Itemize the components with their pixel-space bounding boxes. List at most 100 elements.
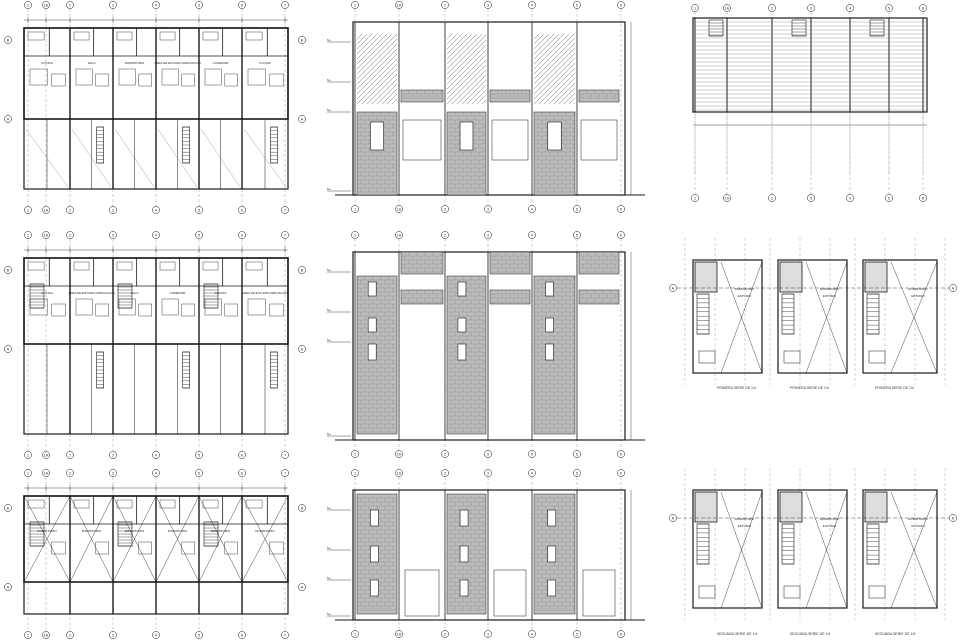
grid-bubble-top-1-label: 1A xyxy=(44,471,49,475)
section-plan-2-drawing-unit-1-room xyxy=(783,585,801,599)
grid-bubble-top-6 xyxy=(617,231,625,239)
elevation-rear-drawing-mid-band-3 xyxy=(489,289,531,305)
section-plan-2-drawing-unit-0-label-b: ESTUDIO xyxy=(738,524,752,528)
floor-plan-ground-drawing-yard-diag-4 xyxy=(200,128,241,188)
elevation-rear-drawing-win-ground-2 xyxy=(457,343,467,361)
elevation-front-drawing-door-0 xyxy=(370,121,384,151)
elevation-rear-drawing-win-upper-4 xyxy=(545,281,554,297)
grid-bubble-top-0 xyxy=(351,469,359,477)
floor-plan-ground-drawing-room-label-4: COMEDOR xyxy=(213,61,230,65)
grid-bubble-top-7 xyxy=(281,231,289,239)
floor-plan-second-drawing-room-label-5: DORMITORIO xyxy=(255,529,275,533)
grid-bubble-top-3-label: 3 xyxy=(112,233,114,237)
section-plan-2-drawing-row-a-right xyxy=(949,514,957,522)
floor-plan-first-drawing-unit-3-counter xyxy=(159,261,176,271)
floor-plan-second-drawing-row-a-r xyxy=(298,583,306,591)
grid-bubble-top-0-label: 1 xyxy=(354,471,356,475)
grid-bubble-bottom-6 xyxy=(238,451,246,459)
grid-bubble-bottom-7 xyxy=(281,631,289,639)
floor-plan-first-drawing-row-b-r-label: B xyxy=(301,268,304,272)
grid-bubble-bottom-4 xyxy=(152,631,160,639)
section-plan-2-drawing-row-a-right-label: A xyxy=(952,516,955,520)
elevation-front-drawing-level-label-1: N+ xyxy=(327,78,331,82)
floor-plan-first-drawing-stair-1 xyxy=(117,283,133,309)
section-1-caption-a: PRIMERA SERIE DE 1/4 xyxy=(717,386,756,390)
grid-bubble-top-6-label: 6 xyxy=(620,3,622,7)
grid-bubble-bottom-1-label: 1A xyxy=(397,207,402,211)
elevation-rear-drawing-win-ground-4 xyxy=(545,343,554,361)
floor-plan-second-drawing-stair-1 xyxy=(117,521,133,547)
grid-bubble-top-4 xyxy=(152,231,160,239)
elevation-rear-drawing-level-label-2: N+ xyxy=(327,338,331,342)
elevation-rear-drawing-brick-2 xyxy=(446,275,487,435)
section-plan-1-drawing-unit-1-diag-2 xyxy=(805,261,848,374)
elevation-front-drawing-band-3 xyxy=(489,89,531,103)
floor-plan-ground-drawing-unit-5-furniture xyxy=(269,73,284,87)
grid-bubble-top-2 xyxy=(66,231,74,239)
section-plan-1-drawing-row-a-left xyxy=(669,284,677,292)
grid-bubble-top-0 xyxy=(351,231,359,239)
grid-bubble-top-4-label: 4 xyxy=(155,233,157,237)
grid-bubble-top-1 xyxy=(395,231,403,239)
section-plan-2-drawing-unit-2-label-a: DORMITORIO xyxy=(908,517,928,521)
grid-bubble-bottom-2 xyxy=(768,194,776,202)
grid-bubble-bottom-1-label: 1A xyxy=(397,632,402,636)
grid-bubble-top-2 xyxy=(66,469,74,477)
grid-bubble-bottom-7-label: 7 xyxy=(284,208,286,212)
grid-bubble-top-6 xyxy=(617,1,625,9)
grid-bubble-top-2-label: 2 xyxy=(771,6,773,10)
grid-bubble-bottom-6 xyxy=(617,205,625,213)
section-plan-1-drawing-unit-2 xyxy=(862,259,938,374)
grid-bubble-bottom-5-label: 5 xyxy=(576,207,578,211)
grid-bubble-top-3-label: 3 xyxy=(487,233,489,237)
grid-bubble-bottom-3-label: 3 xyxy=(112,208,114,212)
grid-bubble-bottom-6-label: 6 xyxy=(922,196,924,200)
floor-plan-ground-drawing-unit-4-bed xyxy=(204,68,222,86)
section-plan-2-drawing-row-a-left xyxy=(669,514,677,522)
elevation-front-drawing-door-4 xyxy=(547,121,562,151)
grid-bubble-bottom-0 xyxy=(24,451,32,459)
floor-plan-first-drawing-unit-2-counter xyxy=(116,261,133,271)
floor-plan-second-drawing-row-a-label: A xyxy=(7,585,10,589)
floor-plan-first-drawing-room-label-0: COCINA xyxy=(41,291,53,295)
grid-bubble-top-6 xyxy=(238,231,246,239)
grid-bubble-bottom-2-label: 2 xyxy=(444,632,446,636)
grid-bubble-bottom-3 xyxy=(484,450,492,458)
section-plan-1-drawing-unit-2-stair xyxy=(866,293,880,335)
floor-plan-ground-drawing-row-a-r xyxy=(298,115,306,123)
section-plan-2-drawing-unit-0-diag-2 xyxy=(720,491,763,609)
grid-bubble-bottom-1 xyxy=(42,631,50,639)
section-plan-2-drawing-unit-1-label-b: ESTUDIO xyxy=(823,524,837,528)
elevation-side-drawing-level-label-2: N+ xyxy=(327,576,331,580)
grid-bubble-top-1-label: 1A xyxy=(44,3,49,7)
section-2-caption-a: SEGUNDA SERIE DE 1/4 xyxy=(717,632,758,636)
grid-bubble-bottom-0-label: 1 xyxy=(354,632,356,636)
floor-plan-first-drawing-ext-stair-1 xyxy=(96,351,104,389)
grid-bubble-bottom-1 xyxy=(42,451,50,459)
section-plan-1-drawing-unit-1-core xyxy=(779,261,803,293)
grid-bubble-bottom-3 xyxy=(109,451,117,459)
grid-bubble-bottom-6 xyxy=(617,450,625,458)
floor-plan-second-drawing-unit-1-counter xyxy=(73,499,90,509)
floor-plan-second-drawing-room-label-0: DORMITORIO xyxy=(37,529,57,533)
floor-plan-first-drawing-room-label-5: AREA DE ESTUDIO AMPLIACION xyxy=(242,291,288,295)
grid-bubble-bottom-3-label: 3 xyxy=(112,633,114,637)
grid-bubble-bottom-6 xyxy=(919,194,927,202)
grid-bubble-top-7-label: 7 xyxy=(284,471,286,475)
grid-bubble-bottom-7 xyxy=(281,451,289,459)
floor-plan-first-drawing-room-label-2: SALA xyxy=(131,291,139,295)
section-plan-1-drawing-unit-0 xyxy=(692,259,763,374)
section-plan-2-drawing-unit-0 xyxy=(692,489,763,609)
floor-plan-second-drawing-unit-2-counter xyxy=(116,499,133,509)
floor-plan-first-drawing-room-label-1: AREA DE ESTUDIO AMPLIACION xyxy=(68,291,114,295)
section-plan-1-drawing: DORMITORIOESTUDIODORMITORIOESTUDIODORMIT… xyxy=(669,238,957,385)
grid-bubble-bottom-3 xyxy=(109,206,117,214)
grid-bubble-top-4-label: 4 xyxy=(531,471,533,475)
grid-bubble-bottom-1 xyxy=(395,450,403,458)
grid-bubble-bottom-3-label: 3 xyxy=(487,207,489,211)
floor-plan-second-drawing-unit-0-furniture xyxy=(51,541,66,555)
